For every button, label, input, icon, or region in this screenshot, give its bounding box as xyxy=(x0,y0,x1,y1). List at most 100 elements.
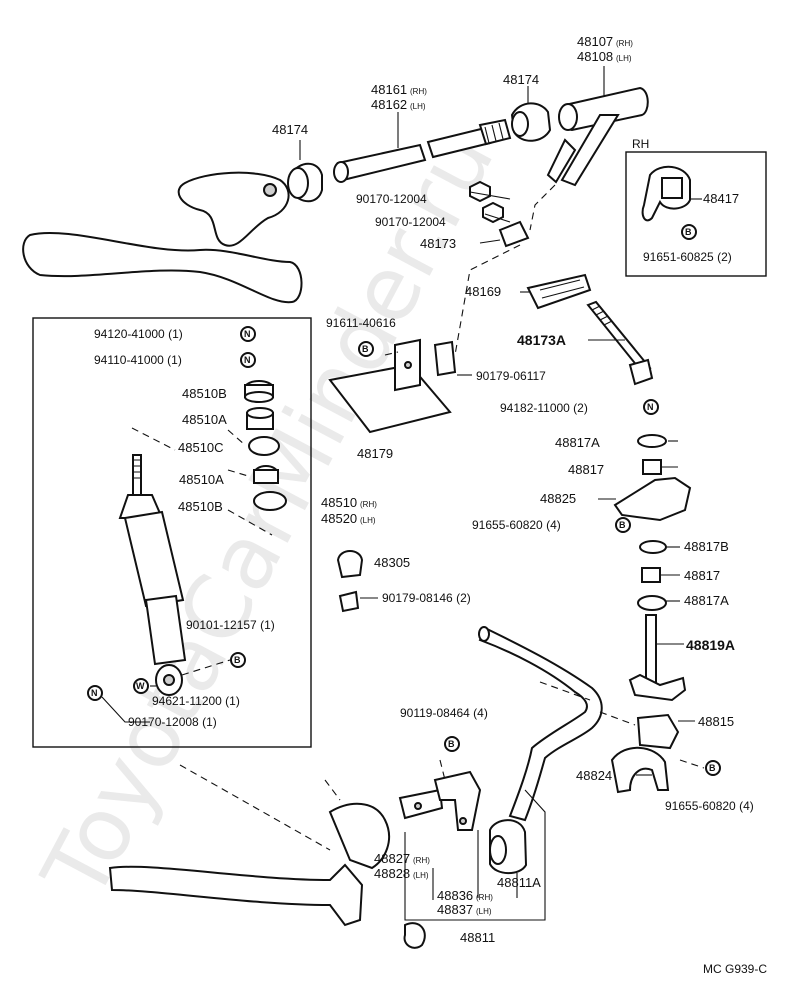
shock-absorber-box xyxy=(32,317,312,748)
svg-text:48827: 48827 xyxy=(374,851,410,866)
stabilizer-bracket-front xyxy=(398,770,482,831)
label-48173A: 48173A xyxy=(517,332,566,348)
nut-90170-lower xyxy=(482,201,504,224)
marker-w-94621: W xyxy=(133,678,149,694)
svg-text:48828: 48828 xyxy=(374,866,410,881)
label-48417: 48417 xyxy=(703,191,739,206)
label-48510C: 48510C xyxy=(178,440,224,455)
label-94621: 94621-11200 (1) xyxy=(152,694,240,708)
nut-90179-08146 xyxy=(338,590,360,613)
svg-text:(LH): (LH) xyxy=(476,907,492,916)
rh-detail-box: RH xyxy=(625,137,767,277)
label-91611: 91611-40616 xyxy=(326,316,396,330)
label-48174-left: 48174 xyxy=(272,122,308,137)
marker-n-94110: N xyxy=(240,352,256,368)
marker-n-94120: N xyxy=(240,326,256,342)
stabilizer-bar xyxy=(478,626,603,822)
bushing-48174-left xyxy=(287,162,323,203)
svg-text:B: B xyxy=(619,520,626,530)
block-48173 xyxy=(498,220,530,248)
marker-b-90101: B xyxy=(230,652,246,668)
svg-text:48161: 48161 xyxy=(371,82,407,97)
diagram-code: MC G939-C xyxy=(703,962,767,976)
svg-text:48108: 48108 xyxy=(577,49,613,64)
marker-b-90119: B xyxy=(444,736,460,752)
bushing-48174-right xyxy=(510,102,552,142)
label-48836: 48836(RH) xyxy=(437,888,493,903)
shock-absorber xyxy=(118,454,187,696)
svg-text:48510: 48510 xyxy=(321,495,357,510)
torsion-bar-arm xyxy=(546,86,649,187)
label-48824: 48824 xyxy=(576,768,612,783)
label-48811: 48811 xyxy=(460,930,495,945)
label-90119: 90119-08464 (4) xyxy=(400,706,488,720)
bushing-48811A xyxy=(489,819,528,875)
label-48305: 48305 xyxy=(374,555,410,570)
label-48817A-bottom: 48817A xyxy=(684,593,729,608)
svg-text:48836: 48836 xyxy=(437,888,473,903)
plate-48169 xyxy=(526,273,592,310)
label-48173: 48173 xyxy=(420,236,456,251)
label-91655-b: 91655-60820 (4) xyxy=(665,799,754,813)
label-48817-top: 48817 xyxy=(568,462,604,477)
label-94110: 94110-41000 (1) xyxy=(94,353,182,367)
label-90179-06117: 90179-06117 xyxy=(476,369,546,383)
svg-text:48837: 48837 xyxy=(437,902,473,917)
label-48162: 48162(LH) xyxy=(371,97,426,112)
label-48817-bottom: 48817 xyxy=(684,568,720,583)
svg-text:B: B xyxy=(362,344,369,354)
svg-text:B: B xyxy=(234,655,241,665)
svg-text:48162: 48162 xyxy=(371,97,407,112)
label-90179-08146: 90179-08146 (2) xyxy=(382,591,471,605)
upper-control-arm xyxy=(22,171,303,304)
svg-text:48107: 48107 xyxy=(577,34,613,49)
svg-text:(LH): (LH) xyxy=(616,54,632,63)
label-48817B: 48817B xyxy=(684,539,729,554)
label-48510: 48510(RH) xyxy=(321,495,377,510)
label-48828: 48828(LH) xyxy=(374,866,429,881)
svg-text:B: B xyxy=(709,763,716,773)
label-48174-right: 48174 xyxy=(503,72,539,87)
svg-text:W: W xyxy=(136,681,145,691)
label-48510B-bottom: 48510B xyxy=(178,499,223,514)
torsion-bar-shaft xyxy=(333,118,512,183)
svg-text:N: N xyxy=(647,402,654,412)
lower-frame xyxy=(108,802,426,949)
label-91655-a: 91655-60820 (4) xyxy=(472,518,561,532)
marker-b-91651: B xyxy=(681,224,697,240)
marker-b-91611: B xyxy=(358,341,374,357)
svg-text:N: N xyxy=(244,329,251,339)
label-48108: 48108(LH) xyxy=(577,49,632,64)
marker-n-94182: N xyxy=(643,399,659,415)
label-48179: 48179 xyxy=(357,446,393,461)
label-48817A-top: 48817A xyxy=(555,435,600,450)
svg-text:N: N xyxy=(91,688,98,698)
label-48520: 48520(LH) xyxy=(321,511,376,526)
label-48510A-bottom: 48510A xyxy=(179,472,224,487)
bushing-stack xyxy=(244,380,287,511)
svg-text:48520: 48520 xyxy=(321,511,357,526)
label-94182: 94182-11000 (2) xyxy=(500,401,588,415)
label-48815: 48815 xyxy=(698,714,734,729)
svg-text:(LH): (LH) xyxy=(410,102,426,111)
svg-text:(RH): (RH) xyxy=(616,39,633,48)
label-48819A: 48819A xyxy=(686,637,735,653)
svg-text:(RH): (RH) xyxy=(410,87,427,96)
svg-text:B: B xyxy=(685,227,692,237)
label-48169: 48169 xyxy=(465,284,501,299)
svg-text:(LH): (LH) xyxy=(360,516,376,525)
marker-b-91655b: B xyxy=(705,760,721,776)
svg-text:N: N xyxy=(244,355,251,365)
label-48161: 48161(RH) xyxy=(371,82,427,97)
label-48510B-top: 48510B xyxy=(182,386,227,401)
label-48811A: 48811A xyxy=(497,875,541,890)
stabilizer-link-right xyxy=(610,434,692,794)
label-90170-b: 90170-12004 xyxy=(375,215,446,229)
label-48827: 48827(RH) xyxy=(374,851,430,866)
label-90170-a: 90170-12004 xyxy=(356,192,427,206)
nut-90170-upper xyxy=(469,180,491,203)
label-48837: 48837(LH) xyxy=(437,902,492,917)
bumper-48305 xyxy=(336,550,364,579)
label-48107: 48107(RH) xyxy=(577,34,633,49)
